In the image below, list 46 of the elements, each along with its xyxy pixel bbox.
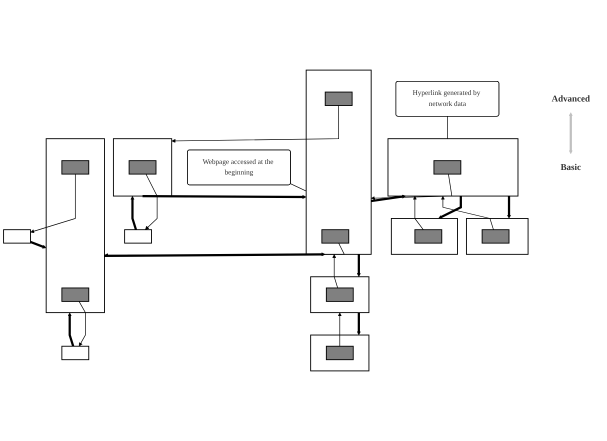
connector xyxy=(447,116,448,140)
arrow xyxy=(371,174,452,200)
cluster xyxy=(112,138,172,197)
arrow xyxy=(438,196,462,219)
node-text: Basic xyxy=(560,162,581,172)
node-box xyxy=(124,229,152,244)
node-bar xyxy=(128,160,156,175)
node-bar xyxy=(326,346,354,360)
node-bar xyxy=(414,229,442,244)
node-bar xyxy=(321,229,350,244)
arrow xyxy=(332,254,338,288)
node-bar xyxy=(324,92,353,106)
cluster xyxy=(390,218,458,255)
node-bar xyxy=(61,288,90,302)
arrow xyxy=(145,174,158,230)
arrow xyxy=(338,312,342,347)
arrow xyxy=(104,242,345,258)
arrow xyxy=(440,196,494,230)
cluster xyxy=(310,334,370,372)
cluster xyxy=(310,276,370,314)
node-bar xyxy=(482,229,510,244)
node-bar xyxy=(433,160,462,175)
node-text: Advanced xyxy=(552,94,590,104)
arrow xyxy=(68,312,74,347)
arrow xyxy=(78,301,86,346)
node-bar xyxy=(61,160,90,175)
connector xyxy=(290,183,306,192)
arrow xyxy=(568,112,573,154)
arrow xyxy=(356,312,361,336)
arrow xyxy=(142,194,306,199)
node-box xyxy=(61,346,90,360)
arrow xyxy=(507,196,511,219)
arrow xyxy=(104,252,326,257)
cluster xyxy=(388,138,518,197)
arrow xyxy=(130,196,138,230)
cluster xyxy=(466,218,529,255)
arrow xyxy=(30,174,76,234)
arrow xyxy=(172,105,339,143)
arrow xyxy=(356,254,361,277)
cluster xyxy=(46,138,105,314)
node-box xyxy=(3,229,31,244)
arrow xyxy=(412,196,424,230)
arrow xyxy=(371,194,406,202)
cluster xyxy=(306,70,372,255)
node-bar xyxy=(326,288,354,302)
arrow xyxy=(30,240,46,248)
